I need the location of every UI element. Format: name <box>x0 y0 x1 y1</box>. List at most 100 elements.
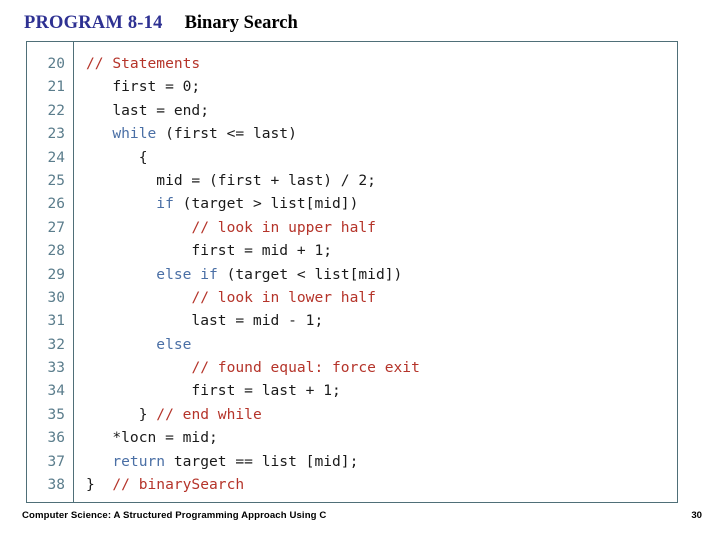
code-line-text: else <box>73 333 191 356</box>
code-line-number: 33 <box>47 360 65 377</box>
code-line-number: 35 <box>47 406 65 423</box>
code-line: 21 first = 0; <box>27 75 677 98</box>
code-line: 20 // Statements <box>27 52 677 75</box>
code-line-number: 20 <box>47 56 65 72</box>
code-line-text: } // binarySearch <box>73 473 244 496</box>
code-token-kw: else <box>156 335 192 353</box>
code-token-plain <box>86 266 156 283</box>
code-token-cmt: // Statements <box>86 55 201 72</box>
code-line-text: *locn = mid; <box>73 426 218 449</box>
code-line-number: 27 <box>47 219 65 236</box>
code-line: 28 first = mid + 1; <box>27 239 677 262</box>
code-line-text: // look in upper half <box>73 216 376 239</box>
code-line: 30 // look in lower half <box>27 286 677 309</box>
code-token-plain: first = mid + 1; <box>86 242 333 260</box>
code-token-kw: while <box>112 125 157 143</box>
code-line: 36 *locn = mid; <box>27 426 677 449</box>
code-token-plain: (target < list[mid]) <box>217 265 403 283</box>
code-line: 32 else <box>27 333 677 356</box>
code-token-cmt: // found equal: force exit <box>191 359 420 377</box>
code-token-plain: { <box>86 148 148 166</box>
code-line: 31 last = mid - 1; <box>27 309 677 332</box>
code-token-plain <box>86 453 112 470</box>
code-line-number: 36 <box>47 430 65 447</box>
code-token-plain <box>86 289 191 306</box>
code-line: 26 if (target > list[mid]) <box>27 192 677 215</box>
footer-book-title: Computer Science: A Structured Programmi… <box>22 510 327 521</box>
code-line: 34 first = last + 1; <box>27 379 677 402</box>
code-line-text: return target == list [mid]; <box>73 450 358 473</box>
code-line: 29 else if (target < list[mid]) <box>27 263 677 286</box>
code-line-text: last = mid - 1; <box>73 309 323 332</box>
code-line-text: last = end; <box>73 99 209 122</box>
code-token-plain: } <box>86 405 157 423</box>
code-line: 23 while (first <= last) <box>27 122 677 145</box>
code-line-text: while (first <= last) <box>73 122 297 145</box>
code-line: 22 last = end; <box>27 99 677 122</box>
code-token-plain <box>86 195 156 212</box>
code-token-plain: last = end; <box>86 101 210 119</box>
code-line-text: // found equal: force exit <box>73 356 420 379</box>
code-line-text: mid = (first + last) / 2; <box>73 169 376 192</box>
code-token-cmt: // look in lower half <box>191 288 376 306</box>
slide-footer: Computer Science: A Structured Programmi… <box>22 510 702 521</box>
code-token-cmt: // look in upper half <box>191 218 376 236</box>
code-line-number: 38 <box>47 477 65 494</box>
line-number-gutter-divider <box>73 42 75 502</box>
code-line: 37 return target == list [mid]; <box>27 450 677 473</box>
code-token-plain: (first <= last) <box>156 125 297 143</box>
code-line-number: 31 <box>47 313 65 330</box>
code-line: 25 mid = (first + last) / 2; <box>27 169 677 192</box>
code-line-number: 37 <box>47 453 65 470</box>
code-line-number: 25 <box>47 172 65 189</box>
code-token-plain <box>86 219 191 236</box>
code-token-plain: (target > list[mid]) <box>173 195 359 213</box>
code-token-kw: else if <box>156 265 218 283</box>
code-line-text: { <box>73 146 148 169</box>
code-line-number: 24 <box>47 149 65 166</box>
page-title: Binary Search <box>184 13 298 33</box>
code-token-plain <box>86 125 112 142</box>
code-line: 33 // found equal: force exit <box>27 356 677 379</box>
code-token-plain <box>86 359 191 376</box>
code-token-plain: target == list [mid]; <box>165 452 359 470</box>
code-line: 27 // look in upper half <box>27 216 677 239</box>
code-line-text: if (target > list[mid]) <box>73 192 358 215</box>
footer-page-number: 30 <box>691 510 702 521</box>
code-line-number: 26 <box>47 196 65 213</box>
code-token-plain <box>86 336 156 353</box>
program-number-label: PROGRAM 8-14 <box>24 13 163 33</box>
code-token-plain: } <box>86 476 113 494</box>
code-token-cmt: // binarySearch <box>112 476 245 494</box>
code-line-text: } // end while <box>73 403 262 426</box>
code-token-plain: last = mid - 1; <box>86 312 324 330</box>
code-line: 38} // binarySearch <box>27 473 677 496</box>
code-line-number: 22 <box>47 102 65 119</box>
code-token-kw: if <box>156 195 174 213</box>
code-line-number: 34 <box>47 383 65 400</box>
code-line-number: 32 <box>47 336 65 353</box>
code-line-number: 30 <box>47 289 65 306</box>
code-line: 35 } // end while <box>27 403 677 426</box>
code-token-cmt: // end while <box>156 405 262 423</box>
code-line-text: first = mid + 1; <box>73 239 332 262</box>
code-token-plain: first = last + 1; <box>86 382 341 400</box>
code-line-text: first = last + 1; <box>73 379 341 402</box>
slide-header: PROGRAM 8-14 Binary Search <box>24 13 298 39</box>
code-line-number: 23 <box>47 126 65 143</box>
code-token-plain: first = 0; <box>86 78 201 96</box>
code-line-number: 29 <box>47 266 65 283</box>
code-line-text: first = 0; <box>73 75 200 98</box>
code-line: 24 { <box>27 146 677 169</box>
code-token-kw: return <box>112 452 166 470</box>
code-token-plain: mid = (first + last) / 2; <box>86 171 376 189</box>
code-line-text: else if (target < list[mid]) <box>73 263 402 286</box>
code-line-text: // Statements <box>73 52 200 75</box>
code-line-text: // look in lower half <box>73 286 376 309</box>
code-line-number: 28 <box>47 243 65 260</box>
code-line-number: 21 <box>47 79 65 96</box>
code-token-plain: *locn = mid; <box>86 429 218 447</box>
